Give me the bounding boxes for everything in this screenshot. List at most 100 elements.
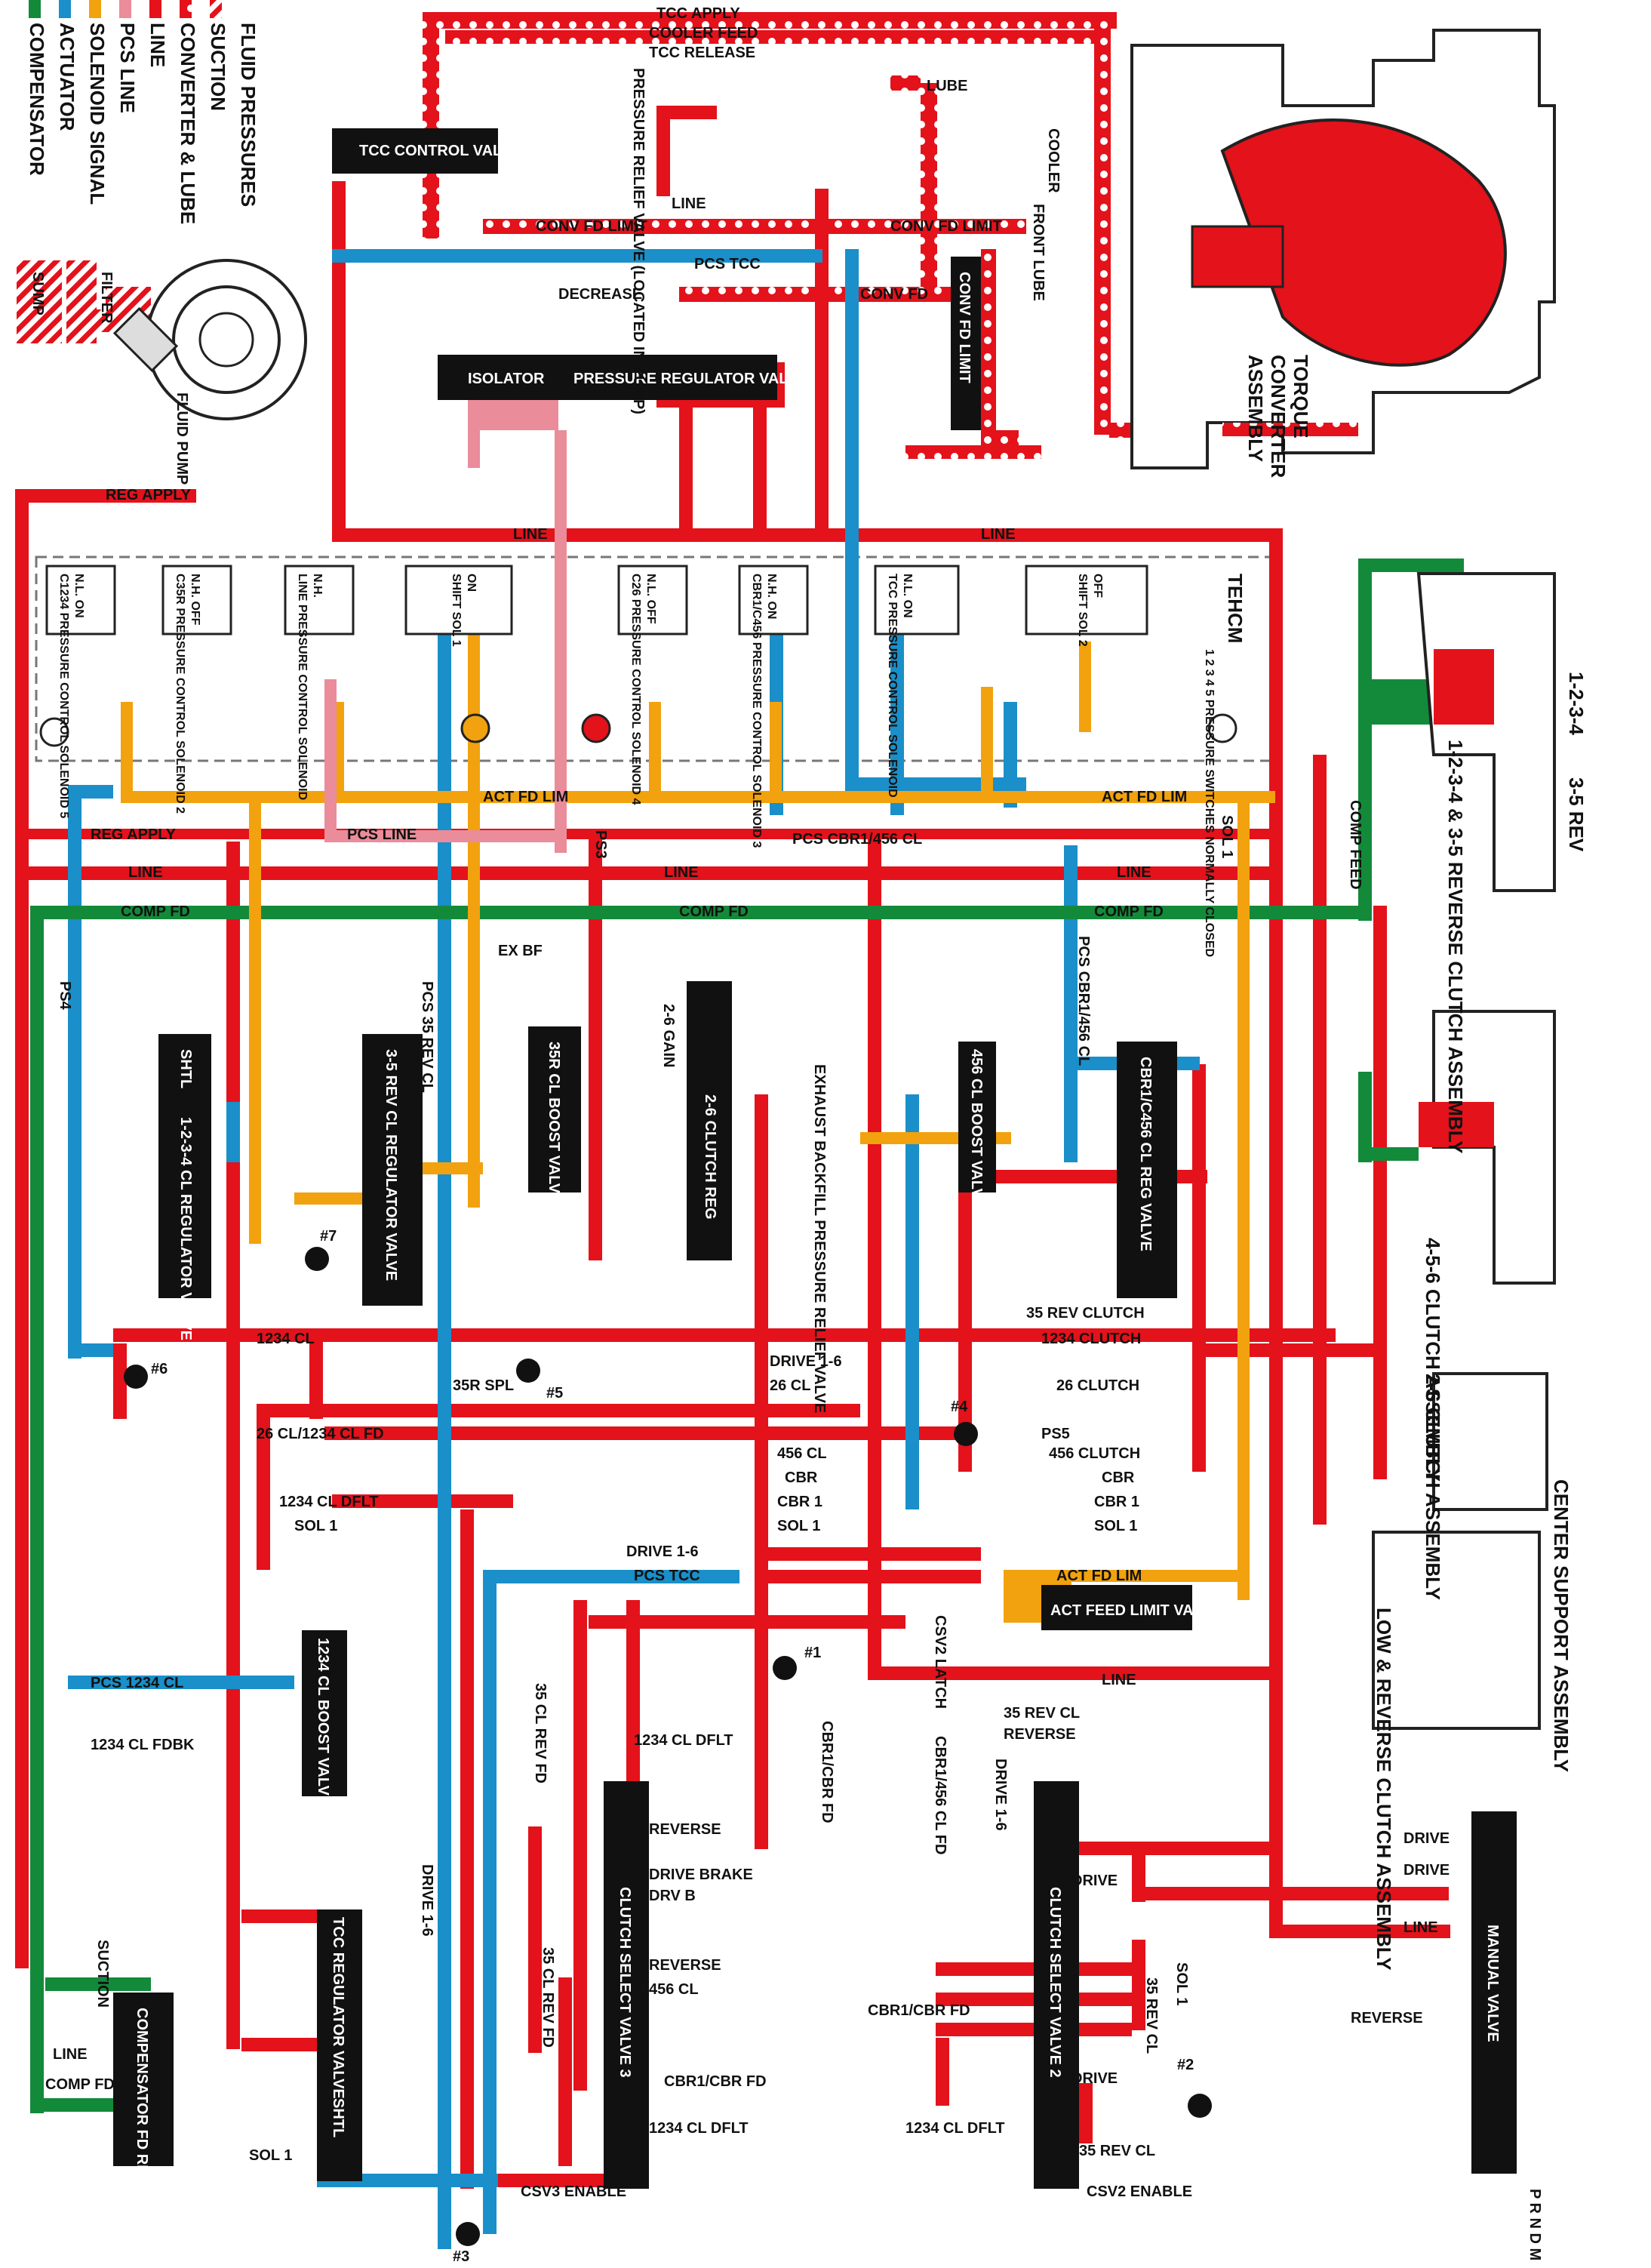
- lbl-act-fd-lim-2: ACT FD LIM: [1102, 789, 1187, 805]
- solenoid-4-state: ON: [465, 574, 478, 592]
- lbl-drive-16-v: DRIVE 1-6: [419, 1864, 435, 1937]
- lbl-lube: LUBE: [927, 78, 967, 94]
- lbl-sol1: SOL 1: [777, 1518, 820, 1534]
- lbl-sump: SUMP: [29, 272, 46, 315]
- lbl-reverse-4: REVERSE: [1351, 2010, 1423, 2026]
- lbl-reg-apply-2: REG APPLY: [91, 826, 177, 843]
- lbl-pcs-35-rev-cl: PCS 35 REV CL: [419, 981, 435, 1093]
- lbl-line-1: LINE: [513, 526, 548, 543]
- lbl-pressure-relief: PRESSURE RELIEF VALVE (LOCATED IN PUMP): [630, 68, 647, 414]
- lbl-drive-2: DRIVE: [1404, 1862, 1450, 1879]
- valve-exhaust-backfill: EXHAUST BACKFILL PRESSURE RELIEF VALVE: [811, 1064, 828, 1413]
- legend-swatch-pcs-line: [119, 0, 131, 18]
- assembly-456-clutch: 4-5-6 CLUTCH ASSEMBLY: [1422, 1238, 1444, 1482]
- lbl-sol1-3: SOL 1: [294, 1518, 337, 1534]
- assembly-1234-label: 1-2-3-4: [1565, 672, 1588, 735]
- solenoid-2-name: C35R PRESSURE CONTROL SOLENOID 2: [174, 574, 186, 814]
- fluid-pump: [112, 259, 307, 420]
- lbl-35-rev-clutch: 35 REV CLUTCH: [1026, 1305, 1145, 1322]
- lbl-drive-4: DRIVE: [1071, 2070, 1118, 2087]
- valves: [113, 128, 1517, 2189]
- lbl-35r-spl: 35R SPL: [453, 1377, 514, 1394]
- lbl-line-8: LINE: [53, 2046, 88, 2063]
- valve-shtl-2: SHTL: [330, 2098, 346, 2137]
- lbl-drive-16-2: DRIVE 1-6: [626, 1543, 699, 1560]
- legend-line: LINE: [146, 23, 169, 67]
- lbl-sol1-v2: SOL 1: [1173, 1962, 1190, 2005]
- lbl-drive-1: DRIVE: [1404, 1830, 1450, 1847]
- lbl-conv-fd: CONV FD: [860, 286, 928, 303]
- valve-gain-26: 2-6 GAIN: [660, 1004, 677, 1067]
- clutch-assemblies: [1372, 572, 1556, 1730]
- lbl-1234-clutch: 1234 CLUTCH: [1041, 1331, 1141, 1347]
- lbl-pcs-line: PCS LINE: [347, 826, 417, 843]
- lbl-conv-fd-limit-1: CONV FD LIMIT: [536, 218, 647, 235]
- torque-converter-label-3: ASSEMBLY: [1244, 355, 1267, 462]
- lbl-sol1-v: SOL 1: [1219, 815, 1235, 858]
- assembly-center-support: CENTER SUPPORT ASSEMBLY: [1550, 1479, 1573, 1772]
- solenoid-4-name: SHIFT SOL 1: [450, 574, 463, 647]
- checkball-6: #6: [151, 1361, 168, 1377]
- lbl-ps4: PS4: [57, 981, 73, 1011]
- valve-compensator: COMPENSATOR FD REG VALVE: [134, 2008, 150, 2239]
- lbl-ps5: PS5: [1041, 1426, 1070, 1442]
- solenoid-row: [39, 565, 1237, 747]
- lbl-csv2-latch: CSV2 LATCH: [932, 1615, 948, 1709]
- lbl-drive-brake: DRIVE BRAKE: [649, 1866, 753, 1883]
- valve-boost-35r: 35R CL BOOST VALVE: [546, 1042, 562, 1203]
- solenoid-8-state: OFF: [1091, 574, 1104, 598]
- solenoid-6-name: CBR1/C456 PRESSURE CONTROL SOLENOID 3: [750, 574, 763, 848]
- lbl-line-7: LINE: [1404, 1919, 1438, 1936]
- lbl-cbr1-cbr-fd-2: CBR1/CBR FD: [664, 2073, 767, 2090]
- lbl-1234-cl: 1234 CL: [257, 1331, 315, 1347]
- lbl-cbr1: CBR 1: [777, 1494, 822, 1510]
- solenoid-3-name: LINE PRESSURE CONTROL SOLENOID: [296, 574, 309, 800]
- solenoid-5-state: N.L. OFF: [644, 574, 657, 624]
- isolator-label: ISOLATOR: [468, 371, 545, 387]
- legend-suction: SUCTION: [207, 23, 229, 111]
- lbl-1234-cl-dflt-3: 1234 CL DFLT: [649, 2120, 749, 2137]
- lbl-comp-fd-3: COMP FD: [1094, 903, 1164, 920]
- valve-tcc-reg: TCC REGULATOR VALVE: [330, 1917, 346, 2099]
- valve-reg-cbr1-456: CBR1/C456 CL REG VALVE: [1137, 1057, 1154, 1251]
- checkball-5: #5: [546, 1385, 563, 1402]
- lbl-tcc-apply: TCC APPLY: [656, 5, 740, 22]
- lbl-comp-fd-4: COMP FD: [45, 2076, 115, 2093]
- valve-shtl-1: SHTL: [177, 1049, 194, 1088]
- lbl-line-4: LINE: [664, 864, 699, 881]
- valve-boost-1234: 1234 CL BOOST VALVE: [315, 1638, 331, 1805]
- solenoid-3-state: N.H.: [311, 574, 324, 598]
- lbl-filter: FILTER: [98, 272, 115, 324]
- lbl-cooler: COOLER: [1045, 128, 1062, 193]
- solenoid-5-name: C26 PRESSURE CONTROL SOLENOID 4: [629, 574, 642, 805]
- compensator-circuit: [30, 559, 1464, 2113]
- valve-reg-26: 2-6 CLUTCH REG: [702, 1094, 718, 1220]
- lbl-1234-cl-dflt-2: 1234 CL DFLT: [634, 1732, 733, 1749]
- pressure-switches-label: 1 2 3 4 5 PRESSURE SWITCHES NORMALLY CLO…: [1203, 649, 1216, 957]
- solenoid-8-name: SHIFT SOL 2: [1076, 574, 1089, 647]
- tehcm-label: TEHCM: [1224, 574, 1247, 643]
- lbl-manual-positions: P R N D M: [1526, 2189, 1543, 2260]
- valve-boost-456: 456 CL BOOST VALVE: [968, 1049, 985, 1208]
- lbl-456-clutch: 456 CLUTCH: [1049, 1445, 1140, 1462]
- lbl-ex-bf: EX BF: [498, 943, 543, 959]
- lbl-line-5: LINE: [1117, 864, 1151, 881]
- legend-converter: CONVERTER & LUBE: [177, 23, 199, 224]
- legend-pcs-line: PCS LINE: [116, 23, 139, 113]
- passage-labels: TCC APPLY COOLER FEED TCC RELEASE PRESSU…: [29, 5, 1543, 2260]
- checkball-4: #4: [951, 1399, 968, 1415]
- legend-swatch-compensator: [29, 0, 41, 18]
- lbl-35-cl-rev-fd-2: 35 CL REV FD: [540, 1947, 556, 2048]
- valve-reg-35rev: 3-5 REV CL REGULATOR VALVE: [383, 1049, 399, 1281]
- assembly-35rev-label: 3-5 REV: [1565, 777, 1588, 852]
- lbl-pcs-cbr1-456-v: PCS CBR1/456 CL: [1075, 936, 1092, 1066]
- lbl-reg-apply-1: REG APPLY: [106, 487, 192, 503]
- legend-swatch-line: [149, 0, 161, 18]
- solenoid-7-name: TCC PRESSURE CONTROL SOLENOID: [886, 574, 899, 798]
- torque-converter: [1130, 29, 1556, 469]
- conv-fd-limit-valve-label: CONV FD LIMIT: [956, 272, 973, 383]
- lbl-decrease: DECREASE: [558, 286, 642, 303]
- lbl-comp-fd-1: COMP FD: [121, 903, 190, 920]
- lbl-cbr1-456-cl-fd-v: CBR1/456 CL FD: [932, 1736, 948, 1854]
